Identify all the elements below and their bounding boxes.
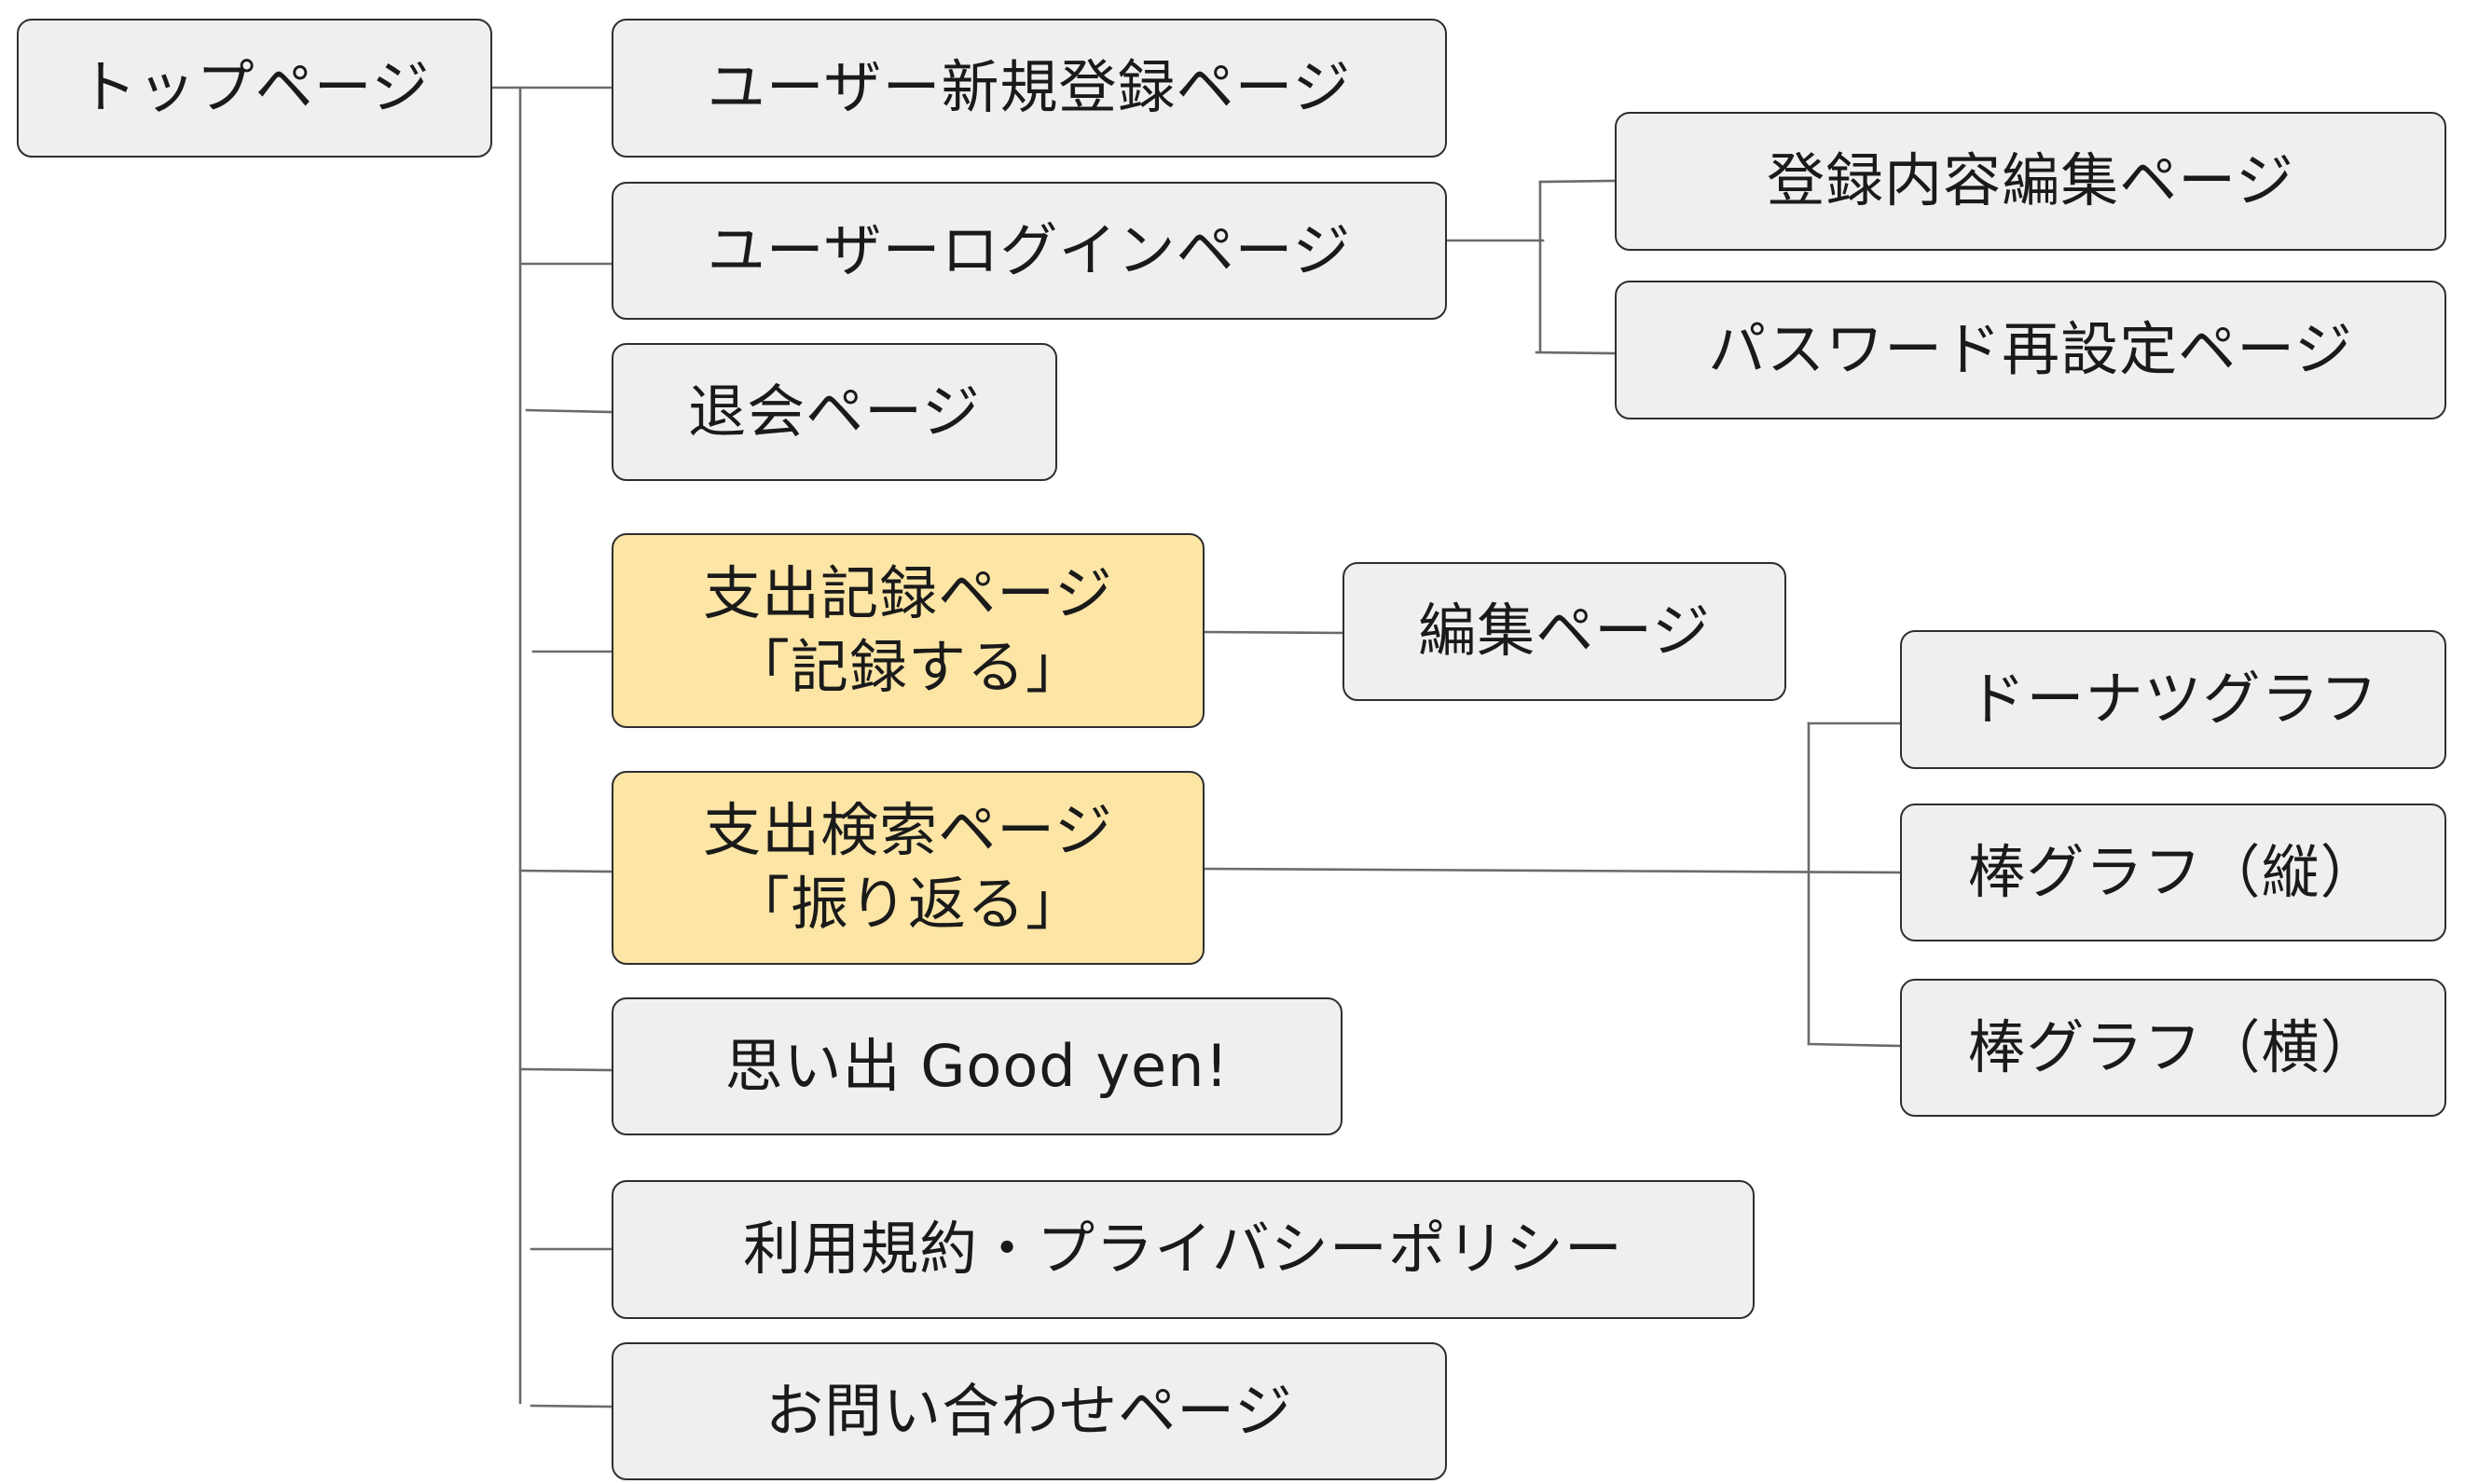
record-to-edit-line: [1202, 630, 1344, 635]
node-expense-record-page-subtitle: 「記録する」: [731, 632, 1084, 701]
node-user-signup-page-label: ユーザー新規登録ページ: [707, 53, 1352, 122]
node-expense-search-page-title: 支出検索ページ: [703, 796, 1113, 865]
node-top-page-label: トップページ: [78, 53, 431, 122]
branch-withdraw-line: [525, 408, 613, 414]
node-memories-page[interactable]: 思い出 Good yen!: [612, 997, 1343, 1135]
node-donut-graph[interactable]: ドーナツグラフ: [1900, 630, 2446, 769]
node-edit-page-label: 編集ページ: [1418, 597, 1711, 666]
node-terms-privacy-page-label: 利用規約・プライバシーポリシー: [743, 1215, 1623, 1284]
node-contact-page[interactable]: お問い合わせページ: [612, 1342, 1447, 1480]
search-out-line: [1202, 867, 1902, 874]
branch-search-line: [518, 869, 613, 873]
node-user-signup-page[interactable]: ユーザー新規登録ページ: [612, 19, 1447, 158]
node-edit-profile-page[interactable]: 登録内容編集ページ: [1615, 112, 2446, 251]
node-memories-page-label: 思い出 Good yen!: [724, 1031, 1230, 1100]
login-to-edit-profile-line: [1538, 179, 1617, 184]
node-expense-record-page-title: 支出記録ページ: [703, 558, 1113, 627]
node-bar-graph-vertical[interactable]: 棒グラフ（縦）: [1900, 804, 2446, 941]
node-user-login-page-label: ユーザーログインページ: [707, 215, 1352, 284]
node-expense-search-page[interactable]: 支出検索ページ 「振り返る」: [612, 771, 1205, 965]
node-contact-page-label: お問い合わせページ: [765, 1376, 1293, 1445]
node-bar-graph-horizontal-label: 棒グラフ（横）: [1967, 1012, 2379, 1081]
node-donut-graph-label: ドーナツグラフ: [1967, 665, 2379, 734]
node-edit-profile-page-label: 登録内容編集ページ: [1767, 146, 2294, 215]
node-expense-search-page-subtitle: 「振り返る」: [731, 870, 1084, 938]
branch-contact-line: [530, 1404, 613, 1408]
branch-memories-line: [518, 1067, 613, 1072]
node-terms-privacy-page[interactable]: 利用規約・プライバシーポリシー: [612, 1180, 1755, 1319]
node-user-login-page[interactable]: ユーザーログインページ: [612, 182, 1447, 320]
node-withdraw-page[interactable]: 退会ページ: [612, 343, 1057, 481]
node-expense-record-page-label: 支出記録ページ 「記録する」: [703, 557, 1113, 704]
node-bar-graph-vertical-label: 棒グラフ（縦）: [1967, 837, 2379, 906]
node-bar-graph-horizontal[interactable]: 棒グラフ（横）: [1900, 979, 2446, 1117]
node-password-reset-page-label: パスワード再設定ページ: [1708, 315, 2353, 384]
node-withdraw-page-label: 退会ページ: [688, 377, 981, 446]
node-edit-page[interactable]: 編集ページ: [1343, 562, 1786, 701]
node-top-page[interactable]: トップページ: [17, 19, 492, 158]
node-expense-search-page-label: 支出検索ページ 「振り返る」: [703, 794, 1113, 941]
login-to-password-line: [1535, 350, 1617, 355]
search-to-bar-horizontal-line: [1807, 1042, 1902, 1048]
node-password-reset-page[interactable]: パスワード再設定ページ: [1615, 281, 2446, 419]
node-expense-record-page[interactable]: 支出記録ページ 「記録する」: [612, 533, 1205, 728]
